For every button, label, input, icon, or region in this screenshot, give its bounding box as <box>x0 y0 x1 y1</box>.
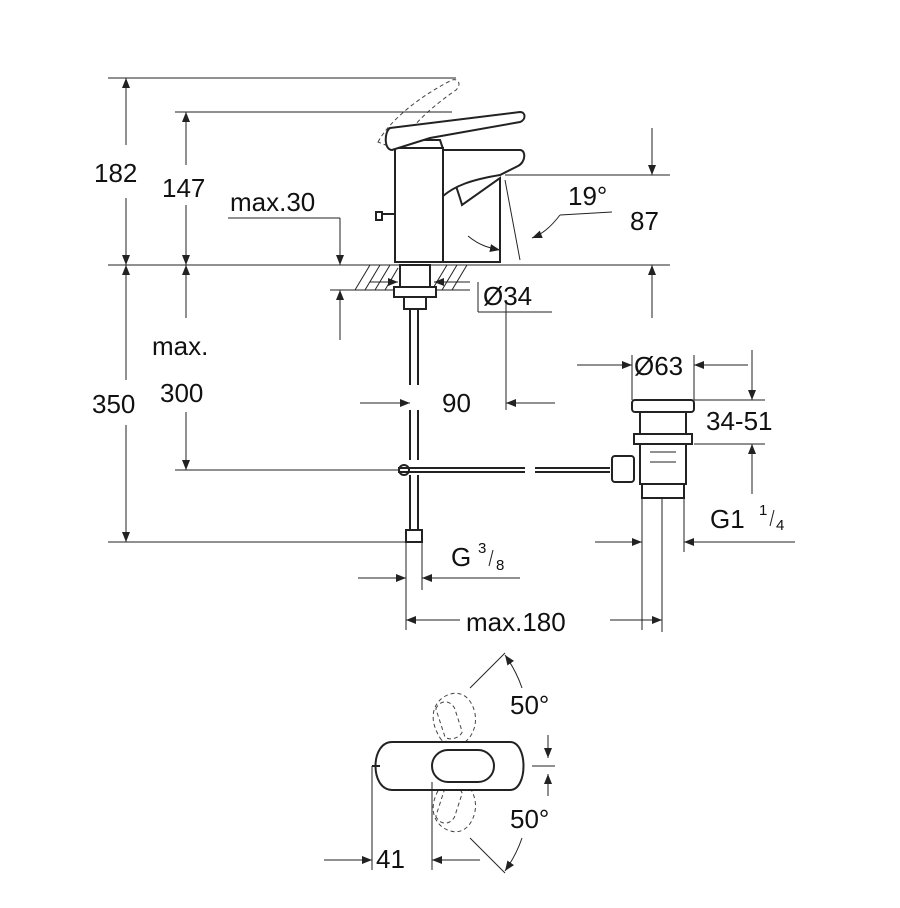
dim-max: max. <box>152 331 208 361</box>
dim-g1-num: 1 <box>759 502 767 519</box>
dim-90: 90 <box>442 388 471 418</box>
dim-g-num: 3 <box>478 540 486 557</box>
dim-147: 147 <box>162 173 205 203</box>
dim-34-51: 34-51 <box>706 406 773 436</box>
dim-g-main: G <box>451 542 471 572</box>
dim-o34: Ø34 <box>483 281 532 311</box>
dim-350: 350 <box>92 389 135 419</box>
dim-300: 300 <box>160 378 203 408</box>
dim-50deg-top: 50° <box>510 690 549 720</box>
dim-max30: max.30 <box>230 187 315 217</box>
dim-41: 41 <box>376 844 405 874</box>
dim-19deg: 19° <box>568 181 607 211</box>
deck-surface <box>108 264 670 291</box>
pop-up-waste <box>611 399 695 499</box>
lever-top-view <box>324 652 555 874</box>
dim-87: 87 <box>630 206 659 236</box>
dim-182: 182 <box>94 158 137 188</box>
faucet-body <box>375 79 610 543</box>
dim-max180: max.180 <box>466 607 566 637</box>
dim-g1-den: 4 <box>776 517 784 534</box>
dim-50deg-bottom: 50° <box>510 804 549 834</box>
dim-g1-1-4: G1 1 4 <box>710 502 784 534</box>
dim-g1-main: G1 <box>710 504 745 534</box>
dim-g-den: 8 <box>496 557 504 574</box>
dim-g-3-8: G 3 8 <box>451 540 504 574</box>
dim-o63: Ø63 <box>634 351 683 381</box>
dimension-lines <box>108 77 795 632</box>
